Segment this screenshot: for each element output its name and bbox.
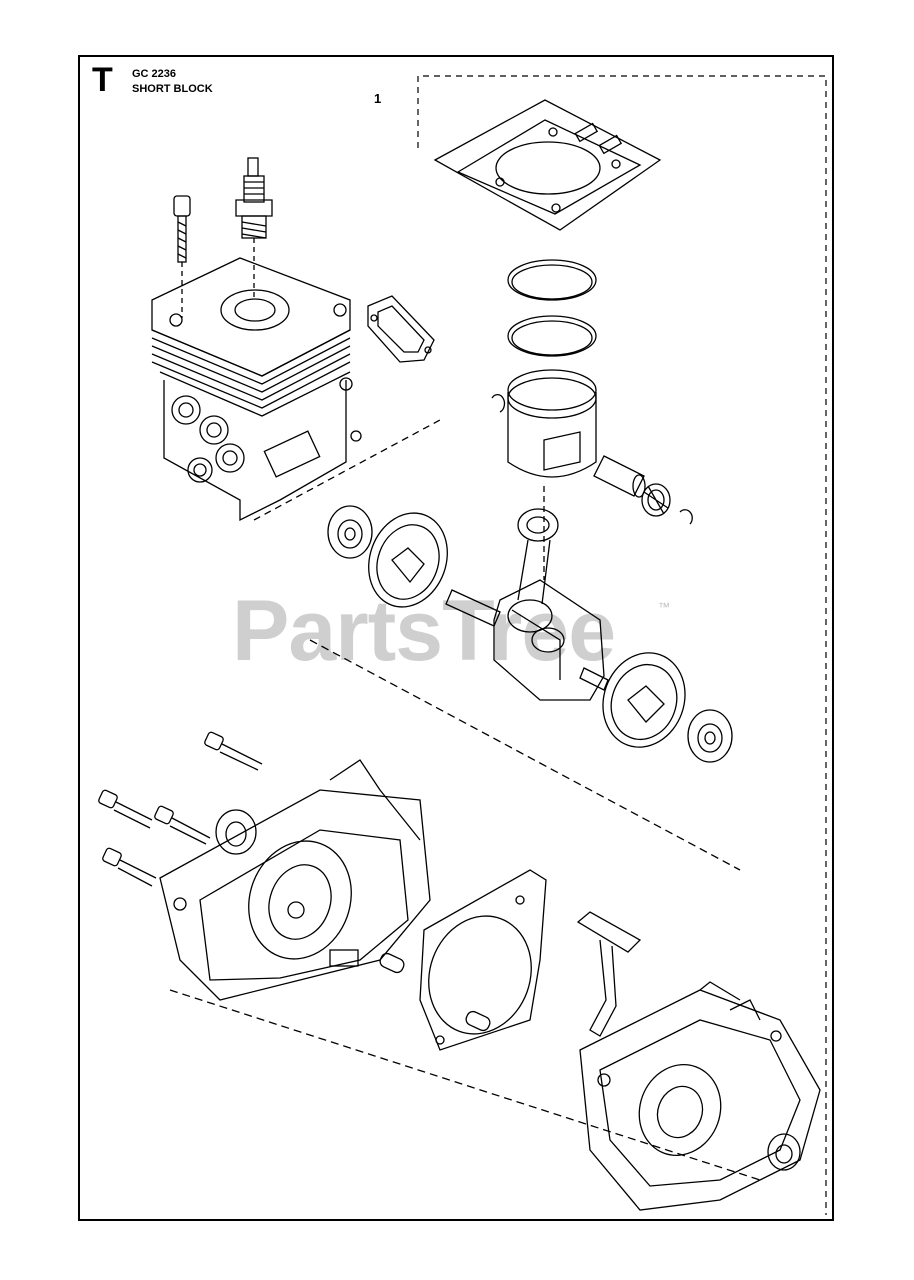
crankcase-bracket: [576, 911, 642, 1037]
piston-pin: [593, 455, 646, 498]
dowel-pins: [379, 952, 491, 1032]
flywheel-half-left: [368, 512, 448, 608]
diagram-frame: [78, 55, 834, 1221]
needle-bearing: [641, 483, 671, 517]
crankcase-half-right: [579, 981, 821, 1211]
crankcase-gasket: [419, 869, 547, 1051]
main-bearing-left: [327, 505, 373, 559]
crank-seal: [215, 809, 257, 855]
section-letter: T: [92, 61, 113, 99]
piston: [507, 369, 597, 580]
crankshaft: [445, 579, 609, 701]
exhaust-gasket: [367, 295, 435, 363]
assembly-title: SHORT BLOCK: [132, 83, 213, 95]
spark-plug: [235, 157, 273, 300]
flywheel-half-right: [602, 652, 686, 748]
kit-item-number: 1: [374, 91, 382, 106]
kit-boundary: [417, 75, 827, 1215]
piston-circlip: [491, 394, 693, 525]
cylinder-gasket: [433, 99, 662, 231]
model-number: GC 2236: [132, 68, 177, 80]
piston-rings: [507, 259, 597, 357]
crank-axis: [309, 639, 741, 871]
connecting-rod: [507, 508, 559, 633]
cylinder: [151, 257, 441, 522]
crankcase-half-left: [159, 759, 431, 1001]
assembly-axis: [169, 989, 761, 1181]
cylinder-bolt: [173, 195, 191, 318]
main-bearing-right: [687, 709, 733, 763]
crankcase-bolts: [98, 731, 263, 887]
watermark-trademark: ™: [658, 600, 670, 614]
crank-seal-right: [767, 1133, 801, 1171]
